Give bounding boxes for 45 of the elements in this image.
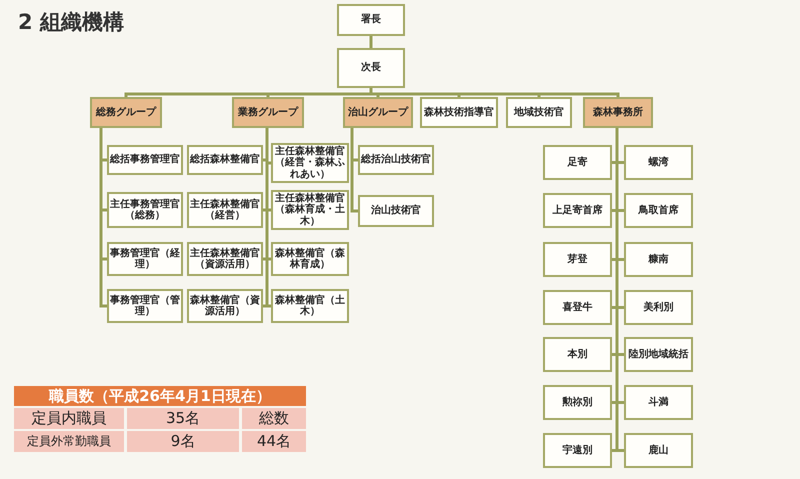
org-box: 上足寄首席 [543,193,612,228]
table-cell: 総数 [242,408,306,429]
org-box: 総括事務管理官 [107,145,183,175]
org-box: 螺湾 [624,145,693,180]
org-box: 喜登牛 [543,290,612,325]
org-box: 宇遠別 [543,433,612,468]
org-box: 事務管理官（管理） [107,289,183,323]
page-title: 2 組織機構 [18,9,124,36]
org-box: 主任森林整備官（経営） [187,192,263,228]
org-box: 勲祢別 [543,385,612,420]
org-box: 鹿山 [624,433,693,468]
org-box: 斗満 [624,385,693,420]
org-box: 糠南 [624,242,693,277]
table-cell: 定員内職員 [14,408,124,429]
org-box: 次長 [337,48,405,88]
group-box: 治山グループ [343,97,413,128]
table-cell: 9名 [127,431,239,452]
org-box: 森林整備官（資源活用） [187,289,263,323]
org-box: 鳥取首席 [624,193,693,228]
org-box: 主任森林整備官（経営・森林ふれあい） [271,143,349,183]
org-box: 森林技術指導官 [420,97,498,128]
org-box: 主任森林整備官（資源活用） [187,242,263,276]
org-box: 本別 [543,337,612,372]
table-header: 職員数（平成26年4月1日現在） [14,386,306,406]
group-box: 総務グループ [90,97,162,128]
org-box: 総括治山技術官 [358,145,434,175]
org-box: 森林整備官（土木） [271,289,349,323]
group-box: 森林事務所 [583,97,653,128]
table-cell: 35名 [127,408,239,429]
connector-line [370,36,372,48]
org-box: 地域技術官 [506,97,572,128]
org-box: 総括森林整備官 [187,145,263,175]
org-box: 主任森林整備官（森林育成・土木） [271,190,349,230]
org-box: 治山技術官 [358,195,434,227]
org-box: 美利別 [624,290,693,325]
org-box: 事務管理官（経理） [107,242,183,276]
group-box: 業務グループ [232,97,304,128]
org-box: 森林整備官（森林育成） [271,242,349,276]
org-box: 足寄 [543,145,612,180]
org-box: 主任事務管理官（総務） [107,192,183,228]
table-cell: 定員外常勤職員 [14,431,124,452]
org-box: 署長 [337,4,405,36]
org-box: 芽登 [543,242,612,277]
table-cell: 44名 [242,431,306,452]
org-box: 陸別地域統括 [624,337,693,372]
